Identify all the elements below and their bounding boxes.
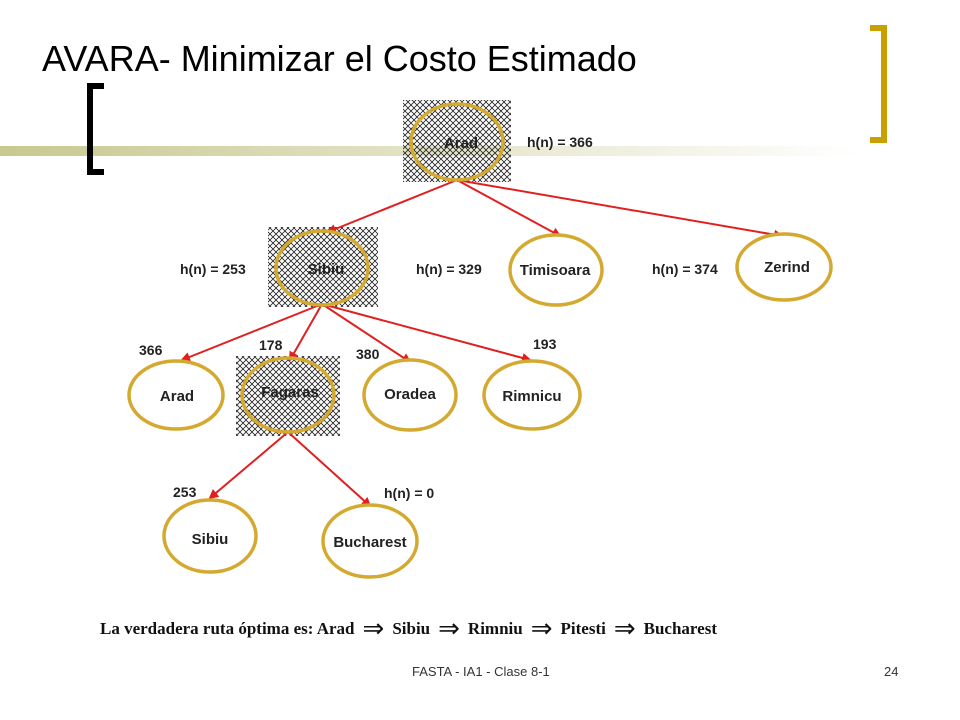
node-sibiu-label: Sibiu	[308, 261, 345, 278]
route-step-2: Rimniu	[467, 619, 523, 638]
footer-page-number: 24	[884, 664, 899, 679]
heuristic-sibiu: h(n) = 253	[180, 261, 246, 277]
route-arrow-icon: ⇒	[613, 614, 636, 643]
edge-fagaras-bucharest	[287, 431, 372, 508]
route-step-4: Bucharest	[643, 619, 717, 638]
node-fagaras-circle	[240, 356, 336, 434]
node-zerind-label: Zerind	[764, 259, 810, 276]
heuristic-rimnicu: 193	[533, 336, 557, 352]
left-bracket-decoration	[87, 83, 104, 175]
edge-arad-zerind	[456, 179, 784, 240]
arad-selected-hatch	[403, 100, 511, 182]
node-timisoara-circle	[508, 233, 604, 307]
route-arrow-icon: ⇒	[362, 614, 385, 643]
node-zerind-circle	[735, 232, 833, 302]
node-bucharest-label: Bucharest	[333, 534, 406, 551]
node-arad-l2-label: Arad	[160, 388, 194, 405]
node-sibiu-circle	[274, 229, 370, 307]
node-oradea-label: Oradea	[384, 386, 436, 403]
node-sibiu-l3-circle	[162, 498, 258, 574]
node-sibiu-l3-label: Sibiu	[192, 531, 229, 548]
edge-sibiu-oradea	[321, 303, 412, 364]
route-prefix: La verdadera ruta óptima es: Arad	[100, 619, 355, 638]
heuristic-zerind: h(n) = 374	[652, 261, 718, 277]
heuristic-arad: h(n) = 366	[527, 134, 593, 150]
route-step-3: Pitesti	[560, 619, 606, 638]
node-timisoara-label: Timisoara	[520, 262, 591, 279]
edge-sibiu-fagaras	[289, 303, 323, 362]
heuristic-sibiu-l3: 253	[173, 484, 197, 500]
footer-course-label: FASTA - IA1 - Clase 8-1	[412, 664, 550, 679]
optimal-route-sentence: La verdadera ruta óptima es: Arad ⇒ Sibiu ⇒…	[100, 614, 717, 644]
node-arad-root-label: Arad	[444, 135, 478, 152]
node-rimnicu-circle	[482, 359, 582, 431]
heuristic-arad-l2: 366	[139, 342, 163, 358]
edge-sibiu-rimnicu	[321, 303, 532, 363]
node-rimnicu-label: Rimnicu	[502, 388, 561, 405]
node-bucharest-circle	[321, 503, 419, 579]
route-arrow-icon: ⇒	[530, 614, 553, 643]
node-oradea-circle	[362, 358, 458, 432]
node-arad-l2-circle	[127, 359, 225, 431]
route-arrow-icon: ⇒	[438, 614, 460, 643]
route-step-1: Sibiu	[392, 619, 431, 638]
heuristic-oradea: 380	[356, 346, 380, 362]
edge-arad-timisoara	[456, 179, 562, 237]
node-fagaras-label: Fagaras	[261, 384, 319, 401]
right-bracket-decoration	[870, 25, 887, 143]
edge-arad-sibiu	[326, 179, 458, 234]
node-arad-root-circle	[409, 102, 505, 182]
edge-sibiu-arad	[180, 303, 323, 362]
page-title: AVARA- Minimizar el Costo Estimado	[42, 38, 637, 79]
heuristic-bucharest: h(n) = 0	[384, 485, 434, 501]
heuristic-timisoara: h(n) = 329	[416, 261, 482, 277]
heuristic-fagaras: 178	[259, 337, 283, 353]
edge-fagaras-sibiu	[208, 431, 289, 500]
